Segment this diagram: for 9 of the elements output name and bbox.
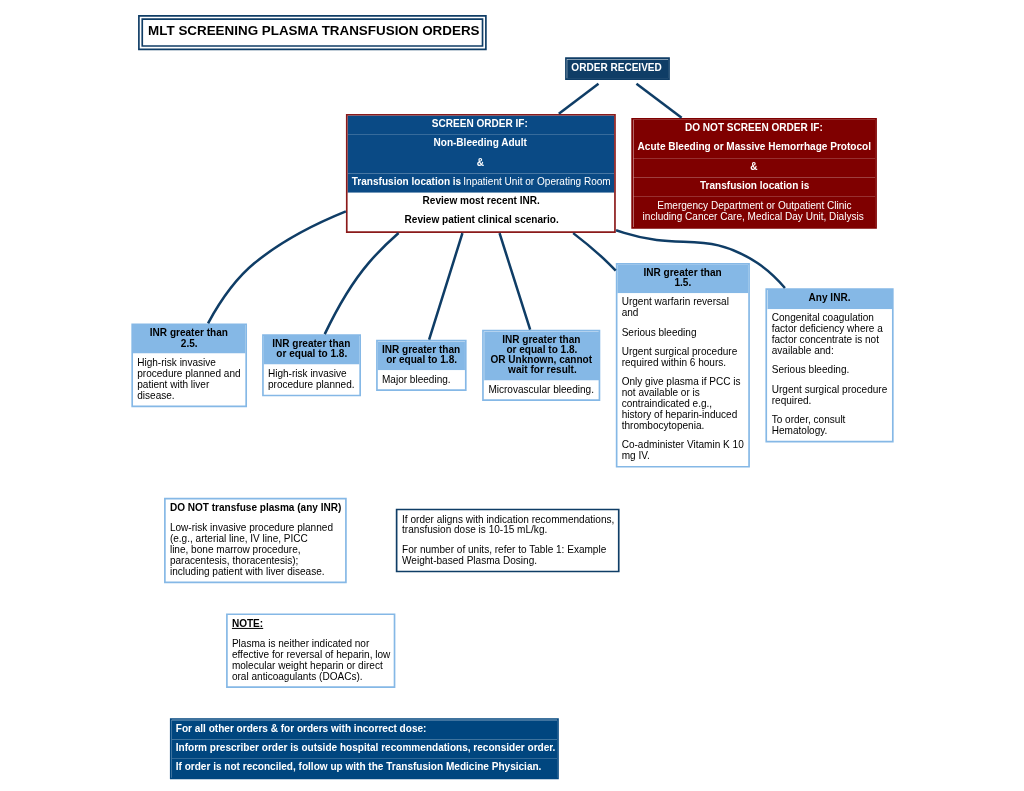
diagram-title: MLT SCREENING PLASMA TRANSFUSION ORDERS — [147, 22, 480, 38]
connector — [571, 232, 617, 272]
connector — [557, 82, 599, 115]
connector — [427, 232, 464, 341]
connector — [635, 82, 682, 119]
connector — [323, 232, 399, 335]
connector — [206, 210, 346, 324]
connector — [615, 229, 786, 289]
connector — [497, 232, 531, 331]
